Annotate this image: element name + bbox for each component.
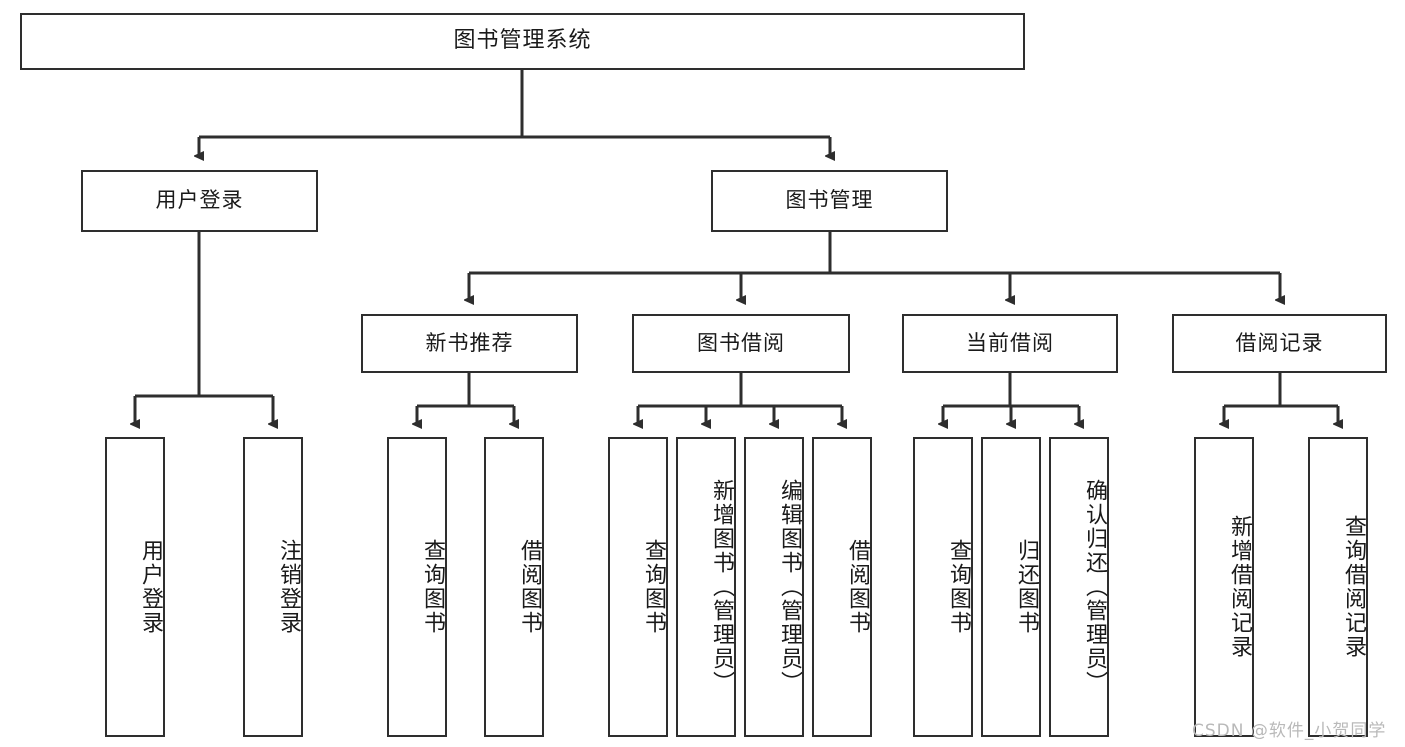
node-book-manage-label: 图书管理 [785, 188, 874, 213]
node-borrow-record[interactable]: 借阅记录 [1172, 314, 1387, 373]
leaf-book-borrow-borrow-label: 借阅图书 [845, 539, 870, 635]
leaf-user-login-login[interactable]: 用户登录 [105, 437, 165, 737]
leaf-book-borrow-add[interactable]: 新增图书（管理员） [676, 437, 736, 737]
leaf-new-book-query[interactable]: 查询图书 [387, 437, 447, 737]
node-new-book-recommend-label: 新书推荐 [425, 330, 514, 355]
leaf-new-book-borrow-label: 借阅图书 [517, 539, 542, 635]
leaf-book-borrow-edit[interactable]: 编辑图书（管理员） [744, 437, 804, 737]
leaf-book-borrow-edit-label: 编辑图书（管理员） [777, 479, 802, 695]
node-borrow-record-label: 借阅记录 [1235, 330, 1324, 355]
leaf-current-borrow-query[interactable]: 查询图书 [913, 437, 973, 737]
leaf-book-borrow-query-label: 查询图书 [641, 539, 666, 635]
leaf-borrow-record-query[interactable]: 查询借阅记录 [1308, 437, 1368, 737]
leaf-current-borrow-return-label: 归还图书 [1014, 539, 1039, 635]
node-user-login[interactable]: 用户登录 [81, 170, 318, 232]
leaf-current-borrow-confirm-label: 确认归还（管理员） [1082, 479, 1107, 695]
node-root-system-label: 图书管理系统 [453, 28, 592, 54]
leaf-book-borrow-query[interactable]: 查询图书 [608, 437, 668, 737]
node-book-manage[interactable]: 图书管理 [711, 170, 948, 232]
leaf-book-borrow-borrow[interactable]: 借阅图书 [812, 437, 872, 737]
node-book-borrow[interactable]: 图书借阅 [632, 314, 850, 373]
leaf-borrow-record-add-label: 新增借阅记录 [1227, 515, 1252, 659]
leaf-user-login-login-label: 用户登录 [138, 539, 163, 635]
leaf-current-borrow-query-label: 查询图书 [946, 539, 971, 635]
node-root-system[interactable]: 图书管理系统 [20, 13, 1025, 70]
leaf-borrow-record-add[interactable]: 新增借阅记录 [1194, 437, 1254, 737]
leaf-current-borrow-confirm[interactable]: 确认归还（管理员） [1049, 437, 1109, 737]
node-current-borrow[interactable]: 当前借阅 [902, 314, 1118, 373]
leaf-current-borrow-return[interactable]: 归还图书 [981, 437, 1041, 737]
leaf-book-borrow-add-label: 新增图书（管理员） [709, 479, 734, 695]
node-current-borrow-label: 当前借阅 [966, 330, 1054, 355]
node-book-borrow-label: 图书借阅 [697, 330, 785, 355]
node-new-book-recommend[interactable]: 新书推荐 [361, 314, 578, 373]
csdn-watermark: CSDN @软件_小贺同学 [1192, 721, 1387, 741]
leaf-borrow-record-query-label: 查询借阅记录 [1341, 515, 1366, 659]
leaf-user-login-logout-label: 注销登录 [276, 539, 301, 635]
leaf-new-book-query-label: 查询图书 [420, 539, 445, 635]
leaf-new-book-borrow[interactable]: 借阅图书 [484, 437, 544, 737]
node-user-login-label: 用户登录 [155, 188, 244, 213]
leaf-user-login-logout[interactable]: 注销登录 [243, 437, 303, 737]
